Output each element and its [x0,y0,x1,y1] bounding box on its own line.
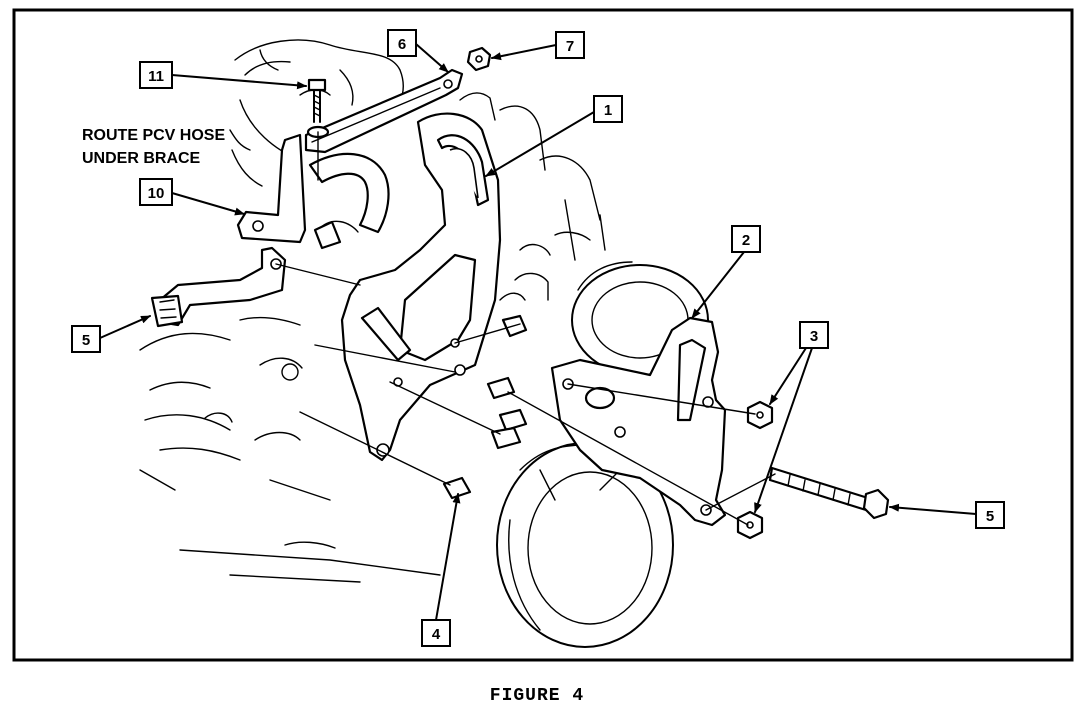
callout-4: 4 [432,626,441,643]
callout-3-leader-b [754,347,813,513]
callout-11-box [139,61,173,89]
pcv-brace [236,133,307,244]
callout-2-leader [691,251,745,319]
callout-7: 7 [566,38,574,55]
figure-caption: FIGURE 4 [490,686,584,706]
callout-4-leader [435,493,461,621]
callout-10: 10 [148,185,165,202]
callout-3-box [799,321,829,349]
callout-10-leader [171,192,245,216]
engine-background [139,39,606,583]
callout-1: 1 [604,102,612,119]
pcv-note-line-2: UNDER BRACE [82,150,201,167]
callout-1-box [593,95,623,123]
long-bolt-5 [768,466,890,520]
callout-5-right: 5 [986,508,994,525]
callout-2: 2 [742,232,750,249]
callout-3: 3 [810,328,818,345]
callout-2-box [731,225,761,253]
lower-left-rod [150,246,287,328]
pcv-hose [308,152,390,250]
callout-11: 11 [148,68,164,85]
alternator-bracket [550,316,727,527]
alignment-lines [275,131,776,526]
callout-6-leader [415,43,449,73]
callout-5-right-box [975,501,1005,529]
callout-5-left: 5 [82,332,90,349]
diagram-frame [12,8,1074,662]
callout-1-leader [485,111,595,177]
callout-6: 6 [398,36,406,53]
main-bracket [340,112,502,462]
nuts-3 [736,400,774,540]
bolt-7-nut [466,46,492,72]
callout-7-leader [491,44,557,61]
callout-10-box [139,178,173,206]
upper-brace [304,68,464,154]
callout-11-leader [171,74,307,90]
callout-3-leader-a [769,347,807,405]
callout-5-right-leader [889,503,977,515]
callout-5-left-leader [99,315,151,339]
callout-6-box [387,29,417,57]
pcv-note-line-1: ROUTE PCV HOSE [82,127,225,144]
bolt-11 [306,78,330,139]
